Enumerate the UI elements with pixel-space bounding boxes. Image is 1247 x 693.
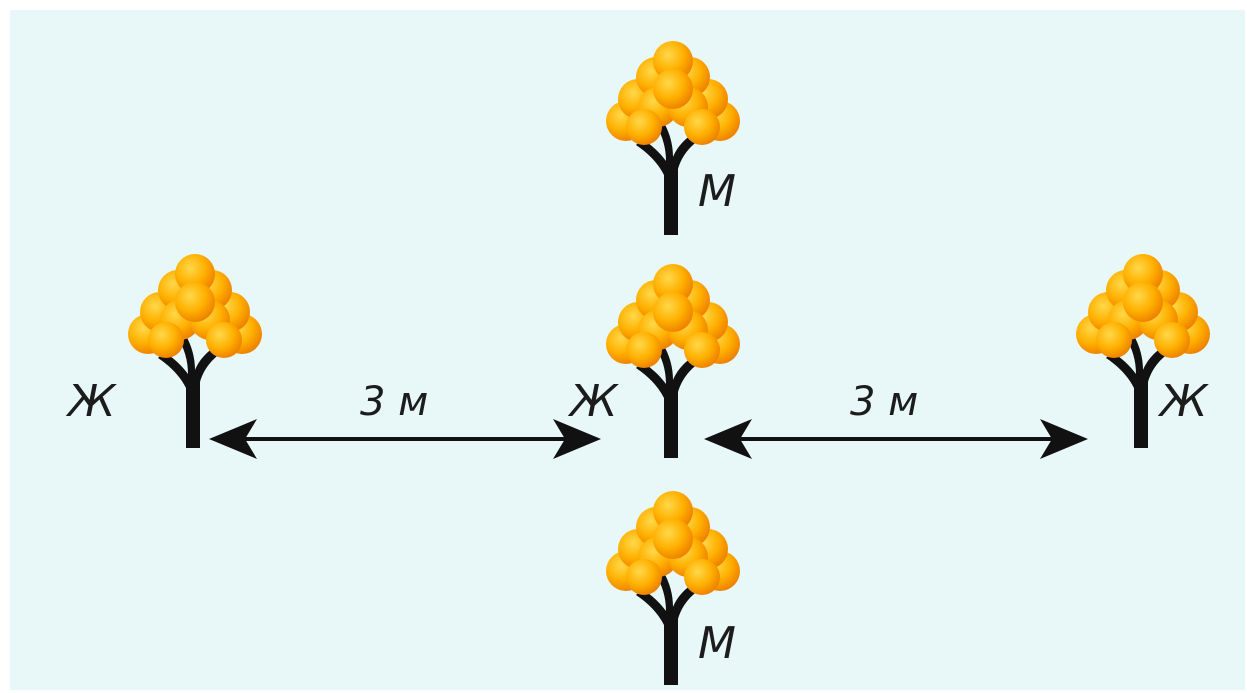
- diagram-canvas: М Ж Ж Ж М 3 м 3 м: [10, 10, 1245, 690]
- double-arrow-right: [704, 419, 1088, 459]
- tree-top-label: М: [698, 166, 736, 217]
- distance-label-left: 3 м: [360, 379, 429, 425]
- tree-bottom-label: М: [698, 618, 736, 669]
- tree-left-label: Ж: [68, 376, 116, 427]
- distance-label-right: 3 м: [850, 379, 919, 425]
- double-arrow-left: [209, 419, 601, 459]
- tree-right-label: Ж: [1160, 376, 1208, 427]
- tree-center-label: Ж: [570, 376, 618, 427]
